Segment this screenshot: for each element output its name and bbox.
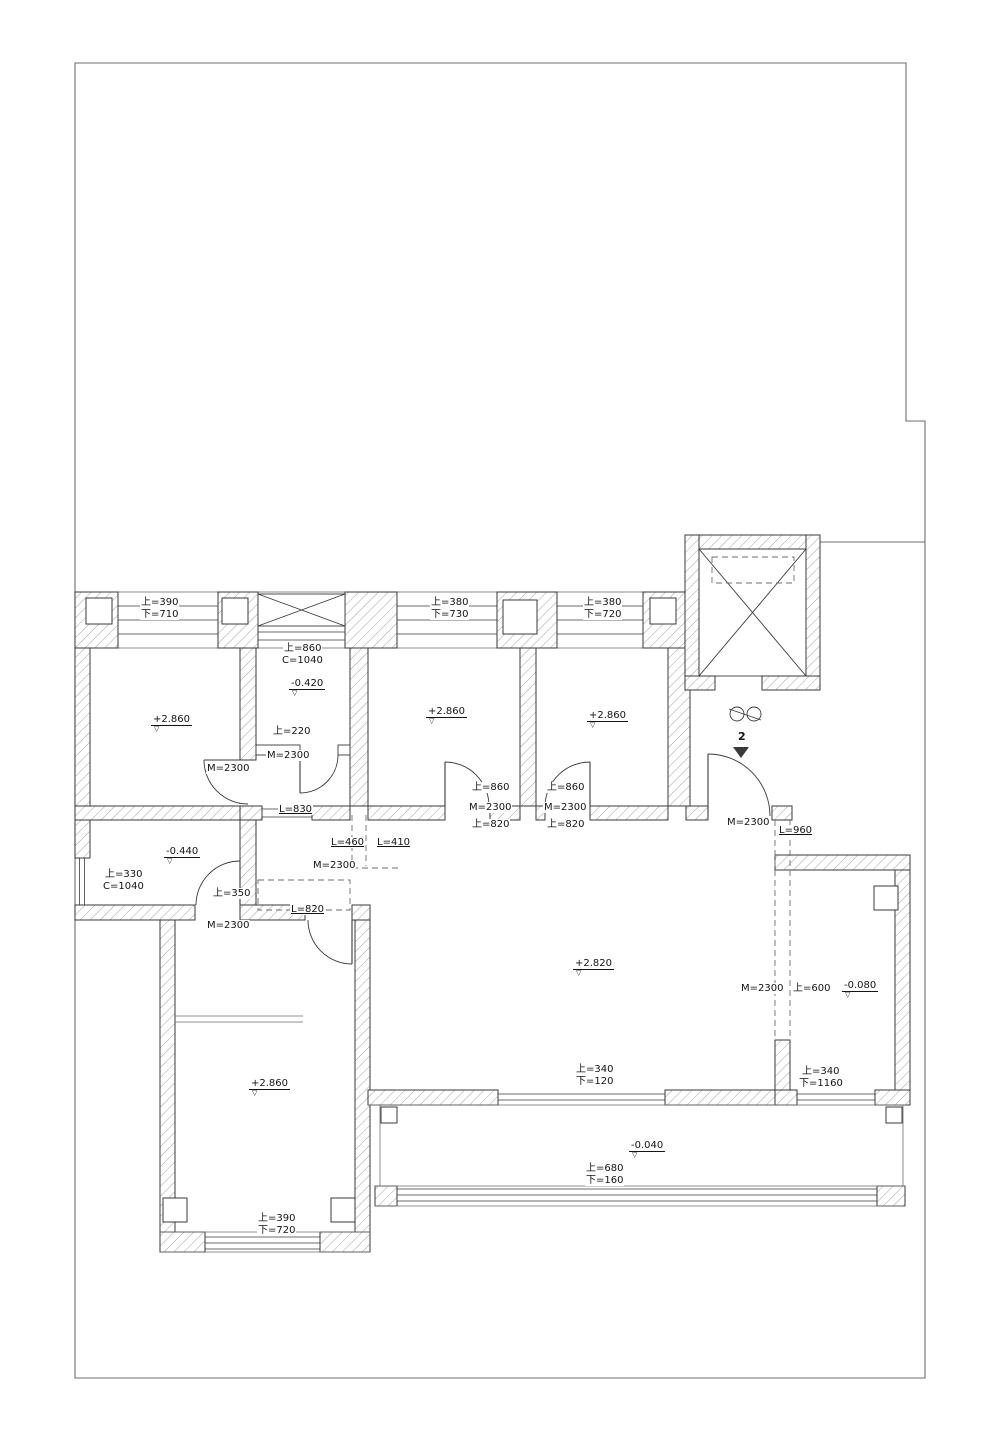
bath-partition [255,744,351,756]
door-swing [299,754,339,794]
duct-shaft-x-icon [257,593,346,627]
columns-layer [85,597,903,1223]
outer-boundary [74,62,926,1379]
entry-door-swing [707,753,771,817]
edges-layer [160,1015,906,1253]
walls-layer [74,534,911,1253]
windows-layer [75,592,878,1252]
door-swing [203,759,249,805]
door-swing [544,761,591,807]
section-mark-icon [728,706,762,758]
door-swing [195,860,241,906]
door-swing [444,761,490,807]
elevator-shaft-x-icon [698,548,807,677]
door-swing [307,919,353,965]
dashed-layer [257,815,791,1038]
